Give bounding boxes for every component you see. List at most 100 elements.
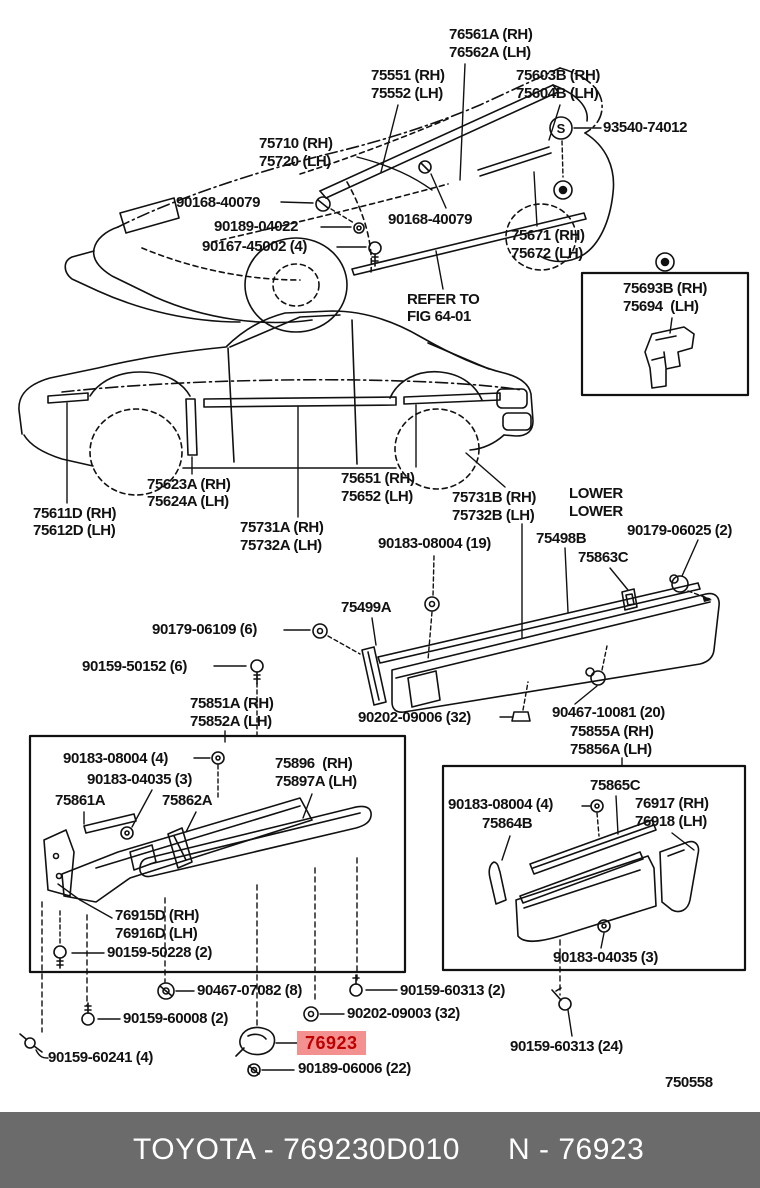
clip-icon <box>247 1063 261 1077</box>
nut-icon <box>424 596 440 612</box>
nut-icon <box>585 667 606 686</box>
arrowhead <box>702 595 712 602</box>
center-leader-lines <box>213 523 711 767</box>
screw-icon <box>19 1033 43 1053</box>
part-label-75865c[interactable]: 75865C <box>590 777 641 794</box>
part-label-75604b[interactable]: 75604B (LH) <box>516 85 599 102</box>
car-side-view <box>18 310 534 496</box>
part-label-75731a[interactable]: 75731A (RH) <box>240 519 324 536</box>
part-label-75499a[interactable]: 75499A <box>341 599 392 616</box>
part-label-75671[interactable]: 75671 (RH) <box>511 227 585 244</box>
quarter-moulding-box <box>441 764 747 972</box>
part-label-93540[interactable]: 93540-74012 <box>603 119 688 136</box>
part-label-90168-40079-a[interactable]: 90168-40079 <box>176 194 261 211</box>
part-label-76917[interactable]: 76917 (RH) <box>635 795 709 812</box>
part-label-75732b[interactable]: 75732B (LH) <box>452 507 535 524</box>
part-label-90159-60241[interactable]: 90159-60241 (4) <box>48 1049 153 1066</box>
part-label-75498b[interactable]: 75498B <box>536 530 587 547</box>
nut-icon <box>669 574 689 593</box>
part-label-90467-10081[interactable]: 90467-10081 (20) <box>552 704 665 721</box>
part-label-75856a[interactable]: 75856A (LH) <box>570 741 652 758</box>
part-label-76918[interactable]: 76918 (LH) <box>635 813 707 830</box>
part-label-90183-08004-19[interactable]: 90183-08004 (19) <box>378 535 491 552</box>
right-box-leaders <box>501 795 695 949</box>
banner-part-number: TOYOTA - 769230D010 <box>133 1133 460 1166</box>
part-label-90179-06025[interactable]: 90179-06025 (2) <box>627 522 732 539</box>
part-label-75552[interactable]: 75552 (LH) <box>371 85 443 102</box>
highlighted-part-label-76923[interactable]: 76923 <box>297 1031 366 1055</box>
part-label-90159-50152[interactable]: 90159-50152 (6) <box>82 658 187 675</box>
part-label-76915d[interactable]: 76915D (RH) <box>115 907 199 924</box>
banner-part-ref: N - 76923 <box>508 1133 645 1166</box>
part-label-90167-45002[interactable]: 90167-45002 (4) <box>202 238 307 255</box>
part-label-75855a[interactable]: 75855A (RH) <box>570 723 654 740</box>
part-label-90179-06109[interactable]: 90179-06109 (6) <box>152 621 257 638</box>
nut-icon <box>157 982 175 1000</box>
part-label-76562a[interactable]: 76562A (LH) <box>449 44 531 61</box>
part-label-75693b[interactable]: 75693B (RH) <box>623 280 707 297</box>
part-label-75852a[interactable]: 75852A (LH) <box>190 713 272 730</box>
side-leader-lines <box>66 402 506 518</box>
highlighted-clip-icon <box>235 1026 276 1057</box>
bottom-leaders <box>35 989 573 1071</box>
part-label-90202-09003[interactable]: 90202-09003 (32) <box>347 1005 460 1022</box>
part-label-75624a[interactable]: 75624A (LH) <box>147 493 229 510</box>
note-refer-to: REFER TO <box>407 291 480 308</box>
part-label-75851a[interactable]: 75851A (RH) <box>190 695 274 712</box>
part-label-75720[interactable]: 75720 (LH) <box>259 153 331 170</box>
nut-icon <box>353 222 365 234</box>
s-marker-icon <box>549 116 573 140</box>
nut-icon <box>312 623 328 639</box>
part-label-90467-07082[interactable]: 90467-07082 (8) <box>197 982 302 999</box>
part-label-75862a[interactable]: 75862A <box>162 792 213 809</box>
screw-icon <box>250 659 264 685</box>
part-label-75612d[interactable]: 75612D (LH) <box>33 522 116 539</box>
part-label-75861a[interactable]: 75861A <box>55 792 106 809</box>
figure-code: 750558 <box>665 1074 713 1091</box>
part-label-90183-04035-3-right[interactable]: 90183-04035 (3) <box>553 949 658 966</box>
screw-icon <box>81 1002 95 1026</box>
clip-detail-box <box>580 271 750 397</box>
part-label-90183-04035-3-left[interactable]: 90183-04035 (3) <box>87 771 192 788</box>
part-label-90202-09006[interactable]: 90202-09006 (32) <box>358 709 471 726</box>
part-label-90159-60008[interactable]: 90159-60008 (2) <box>123 1010 228 1027</box>
part-label-76561a[interactable]: 76561A (RH) <box>449 26 533 43</box>
footer-banner: TOYOTA - 769230D010 N - 76923 <box>0 1112 760 1188</box>
part-label-90159-60313-24[interactable]: 90159-60313 (24) <box>510 1038 623 1055</box>
grommet-icon <box>597 919 611 933</box>
part-label-75694[interactable]: 75694 (LH) <box>623 298 699 315</box>
bullseye-marker <box>553 180 573 200</box>
part-label-76916d[interactable]: 76916D (LH) <box>115 925 198 942</box>
grommet-icon <box>120 826 134 840</box>
clip-icon <box>315 196 331 212</box>
part-label-75863c[interactable]: 75863C <box>578 549 629 566</box>
part-label-75623a[interactable]: 75623A (RH) <box>147 476 231 493</box>
nut-icon <box>211 751 225 765</box>
part-label-75672[interactable]: 75672 (LH) <box>511 245 583 262</box>
part-label-75731b[interactable]: 75731B (RH) <box>452 489 536 506</box>
part-label-90183-08004-4-left[interactable]: 90183-08004 (4) <box>63 750 168 767</box>
screw-icon <box>53 945 67 969</box>
part-label-75651[interactable]: 75651 (RH) <box>341 470 415 487</box>
part-label-90183-08004-4-right[interactable]: 90183-08004 (4) <box>448 796 553 813</box>
moulding-clip-icon <box>644 326 695 389</box>
part-label-75710[interactable]: 75710 (RH) <box>259 135 333 152</box>
part-label-75864b[interactable]: 75864B <box>482 815 533 832</box>
part-label-90159-50228[interactable]: 90159-50228 (2) <box>107 944 212 961</box>
part-label-90168-40079-b[interactable]: 90168-40079 <box>388 211 473 228</box>
part-label-75603b[interactable]: 75603B (RH) <box>516 67 600 84</box>
part-label-90189-06006[interactable]: 90189-06006 (22) <box>298 1060 411 1077</box>
part-label-75551[interactable]: 75551 (RH) <box>371 67 445 84</box>
left-box-leaders <box>57 757 313 954</box>
part-label-75611d[interactable]: 75611D (RH) <box>33 505 117 522</box>
part-label-75897a[interactable]: 75897A (LH) <box>275 773 357 790</box>
part-label-75652[interactable]: 75652 (LH) <box>341 488 413 505</box>
part-label-90189-04022[interactable]: 90189-04022 <box>214 218 299 235</box>
note-lower-2: LOWER <box>569 503 623 520</box>
part-label-75732a[interactable]: 75732A (LH) <box>240 537 322 554</box>
car-front-three-quarter-view <box>64 67 615 333</box>
screw-icon <box>368 241 382 267</box>
part-label-90159-60313-2[interactable]: 90159-60313 (2) <box>400 982 505 999</box>
part-label-75896[interactable]: 75896 (RH) <box>275 755 353 772</box>
